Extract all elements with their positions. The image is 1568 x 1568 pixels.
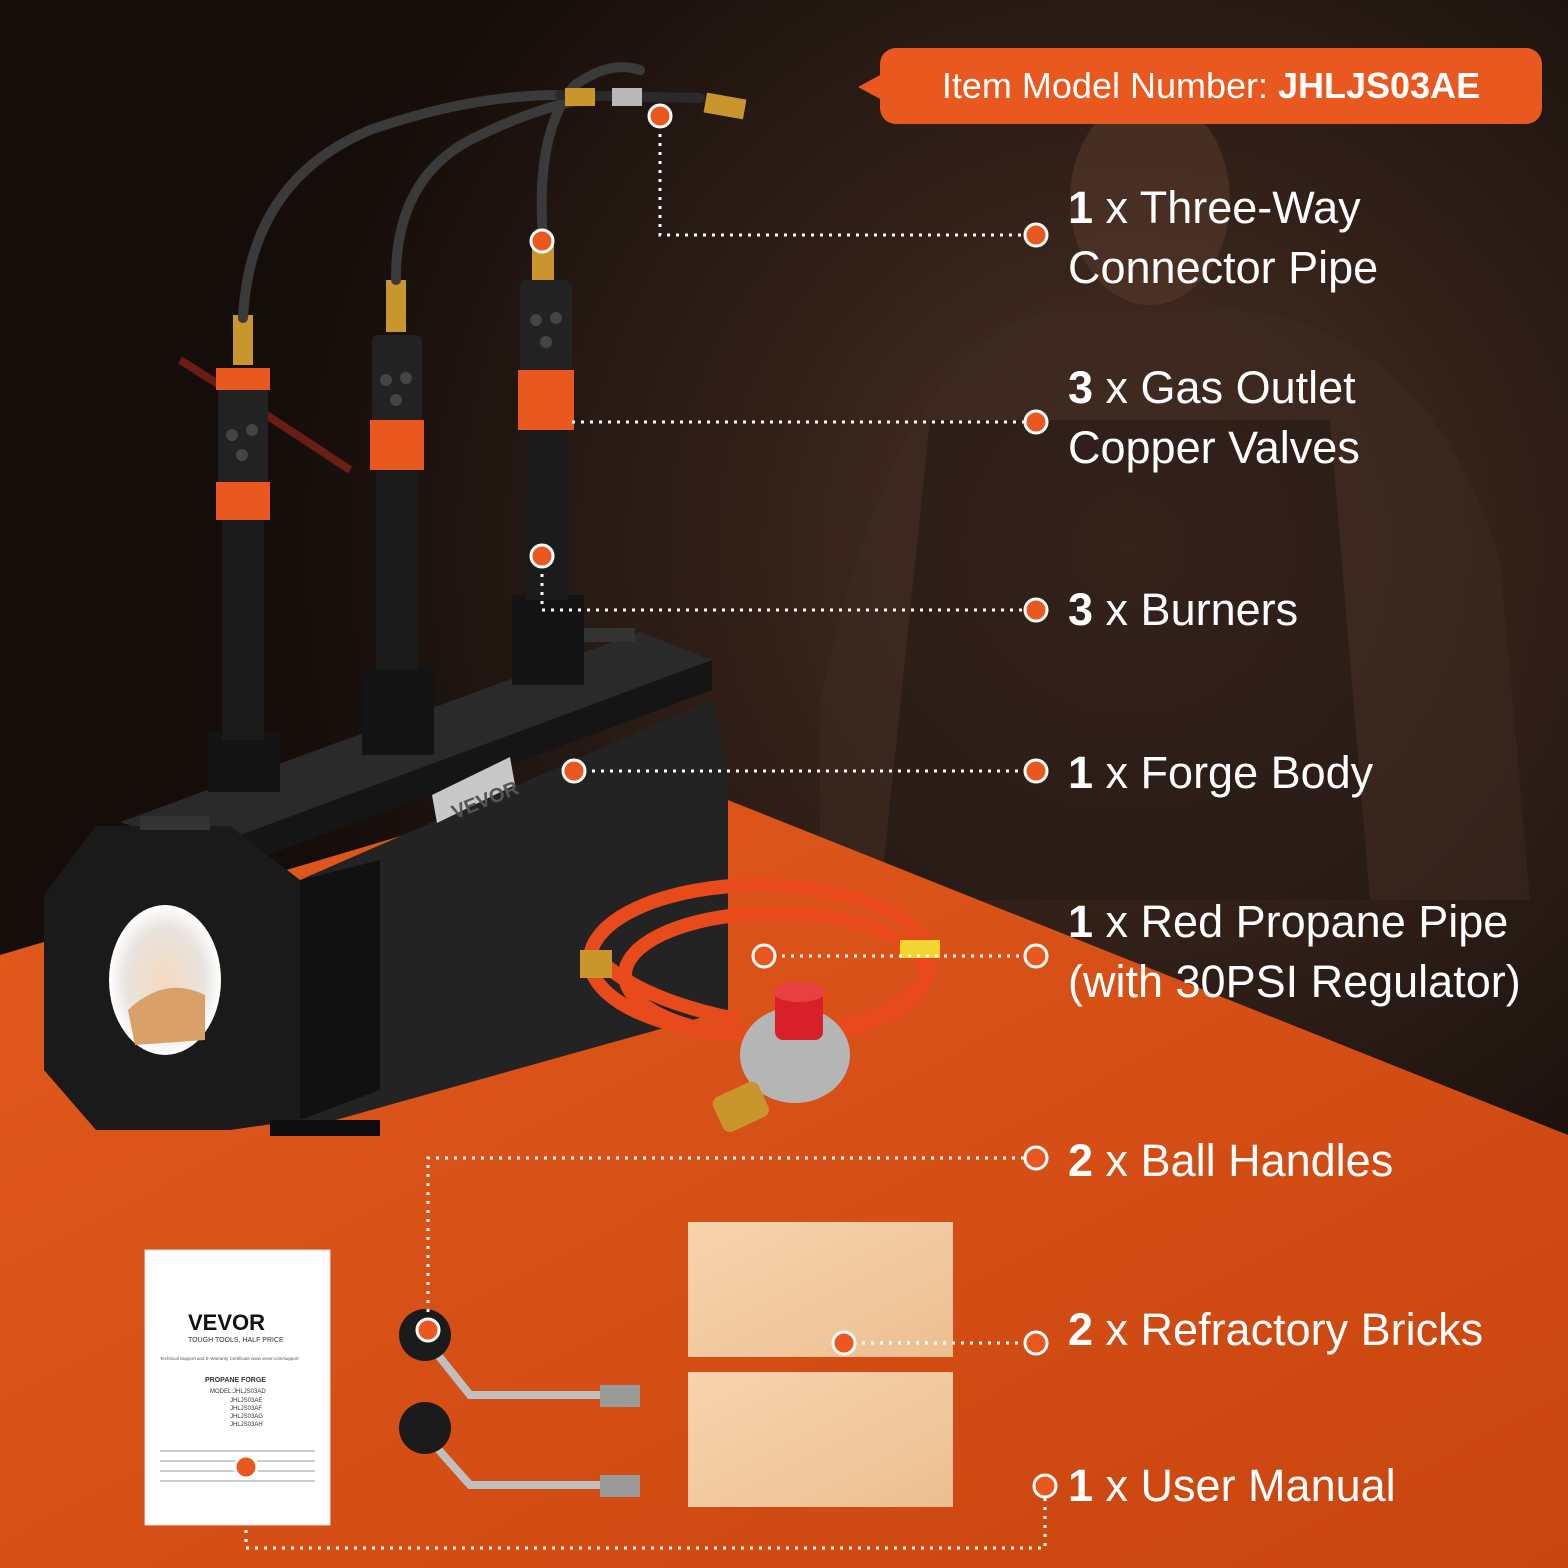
label-user-manual: 1 x User Manual <box>1068 1456 1396 1516</box>
manual-support: Technical Support and E-Warranty Certifi… <box>160 1356 299 1361</box>
label-gas-outlet-valves: 3 x Gas Outlet Copper Valves <box>1068 358 1360 478</box>
callout-dot-icon <box>561 758 587 784</box>
callout-dot-icon <box>1023 758 1049 784</box>
callout-dot-icon <box>529 543 555 569</box>
label-ball-handles: 2 x Ball Handles <box>1068 1131 1393 1191</box>
manual-model-2: JHLJS03AF <box>230 1406 262 1412</box>
steel-fitting <box>612 88 642 106</box>
label-qty: 1 <box>1068 182 1094 233</box>
manual-product: PROPANE FORGE <box>205 1377 266 1384</box>
callout-dot-icon <box>529 228 555 254</box>
label-qty: 3 <box>1068 362 1094 413</box>
manual-model-1: JHLJS03AE <box>230 1398 262 1404</box>
manual-model-0: MODEL:JHLJS03AD <box>210 1389 266 1395</box>
model-number-value: JHLJS03AE <box>1278 65 1481 106</box>
brass-nozzle <box>703 92 747 120</box>
hose-tag <box>900 940 940 958</box>
callout-dot-icon <box>1032 1473 1058 1499</box>
label-qty: 3 <box>1068 584 1094 635</box>
model-number-prefix: Item Model Number: <box>941 65 1268 106</box>
label-line1: x Three-Way <box>1105 182 1361 233</box>
callout-dots <box>233 103 1058 1499</box>
refractory-brick-bottom <box>688 1372 953 1507</box>
burner-middle <box>362 280 434 755</box>
label-line1: x Gas Outlet <box>1105 362 1356 413</box>
manual-brand: VEVOR <box>188 1310 265 1335</box>
burner-right <box>512 240 584 685</box>
forge-body <box>44 628 728 1136</box>
ball-handle-bottom <box>399 1402 640 1497</box>
forge-brand-plate: VEVOR <box>432 757 522 824</box>
callout-dot-icon <box>751 943 777 969</box>
label-line1: x Refractory Bricks <box>1105 1304 1484 1355</box>
label-line2: Copper Valves <box>1068 422 1360 473</box>
blacksmith-silhouette <box>820 95 1530 900</box>
label-line1: x User Manual <box>1105 1460 1396 1511</box>
manual-model-4: JHLJS03AH <box>230 1422 263 1428</box>
callout-dot-icon <box>1023 597 1049 623</box>
callout-dot-icon <box>415 1317 441 1343</box>
label-forge-body: 1 x Forge Body <box>1068 743 1373 803</box>
label-line1: x Forge Body <box>1105 747 1374 798</box>
label-qty: 2 <box>1068 1304 1094 1355</box>
callout-dot-icon <box>647 103 673 129</box>
label-line1: x Ball Handles <box>1105 1135 1394 1186</box>
hose-fitting <box>580 950 612 978</box>
label-line1: x Red Propane Pipe <box>1105 896 1509 947</box>
label-red-propane-pipe: 1 x Red Propane Pipe (with 30PSI Regulat… <box>1068 892 1521 1012</box>
label-burners: 3 x Burners <box>1068 580 1298 640</box>
brass-tee <box>565 88 595 106</box>
manual-model-3: JHLJS03AG <box>230 1414 263 1420</box>
label-refractory-bricks: 2 x Refractory Bricks <box>1068 1300 1483 1360</box>
label-qty: 1 <box>1068 896 1094 947</box>
regulator <box>712 982 850 1132</box>
label-three-way-connector: 1 x Three-Way Connector Pipe <box>1068 178 1378 298</box>
callout-dot-icon <box>831 1330 857 1356</box>
callout-dot-icon <box>1023 409 1049 435</box>
manual-tagline: TOUGH TOOLS, HALF PRICE <box>188 1337 284 1344</box>
label-qty: 1 <box>1068 1460 1094 1511</box>
callout-dot-icon <box>1023 943 1049 969</box>
label-line2: (with 30PSI Regulator) <box>1068 956 1521 1007</box>
callout-dot-icon <box>1023 1145 1049 1171</box>
refractory-brick-top <box>688 1222 953 1357</box>
user-manual: VEVOR TOUGH TOOLS, HALF PRICE Technical … <box>144 1249 331 1526</box>
label-line1: x Burners <box>1105 584 1299 635</box>
burner-left <box>208 315 280 792</box>
model-number-badge: Item Model Number: JHLJS03AE <box>858 48 1542 124</box>
callout-lines <box>244 116 1047 1550</box>
label-line2: Connector Pipe <box>1068 242 1379 293</box>
callout-dot-icon <box>1023 1330 1049 1356</box>
label-qty: 2 <box>1068 1135 1094 1186</box>
callout-dot-icon <box>233 1454 259 1480</box>
callout-dot-icon <box>1023 222 1049 248</box>
label-qty: 1 <box>1068 747 1094 798</box>
